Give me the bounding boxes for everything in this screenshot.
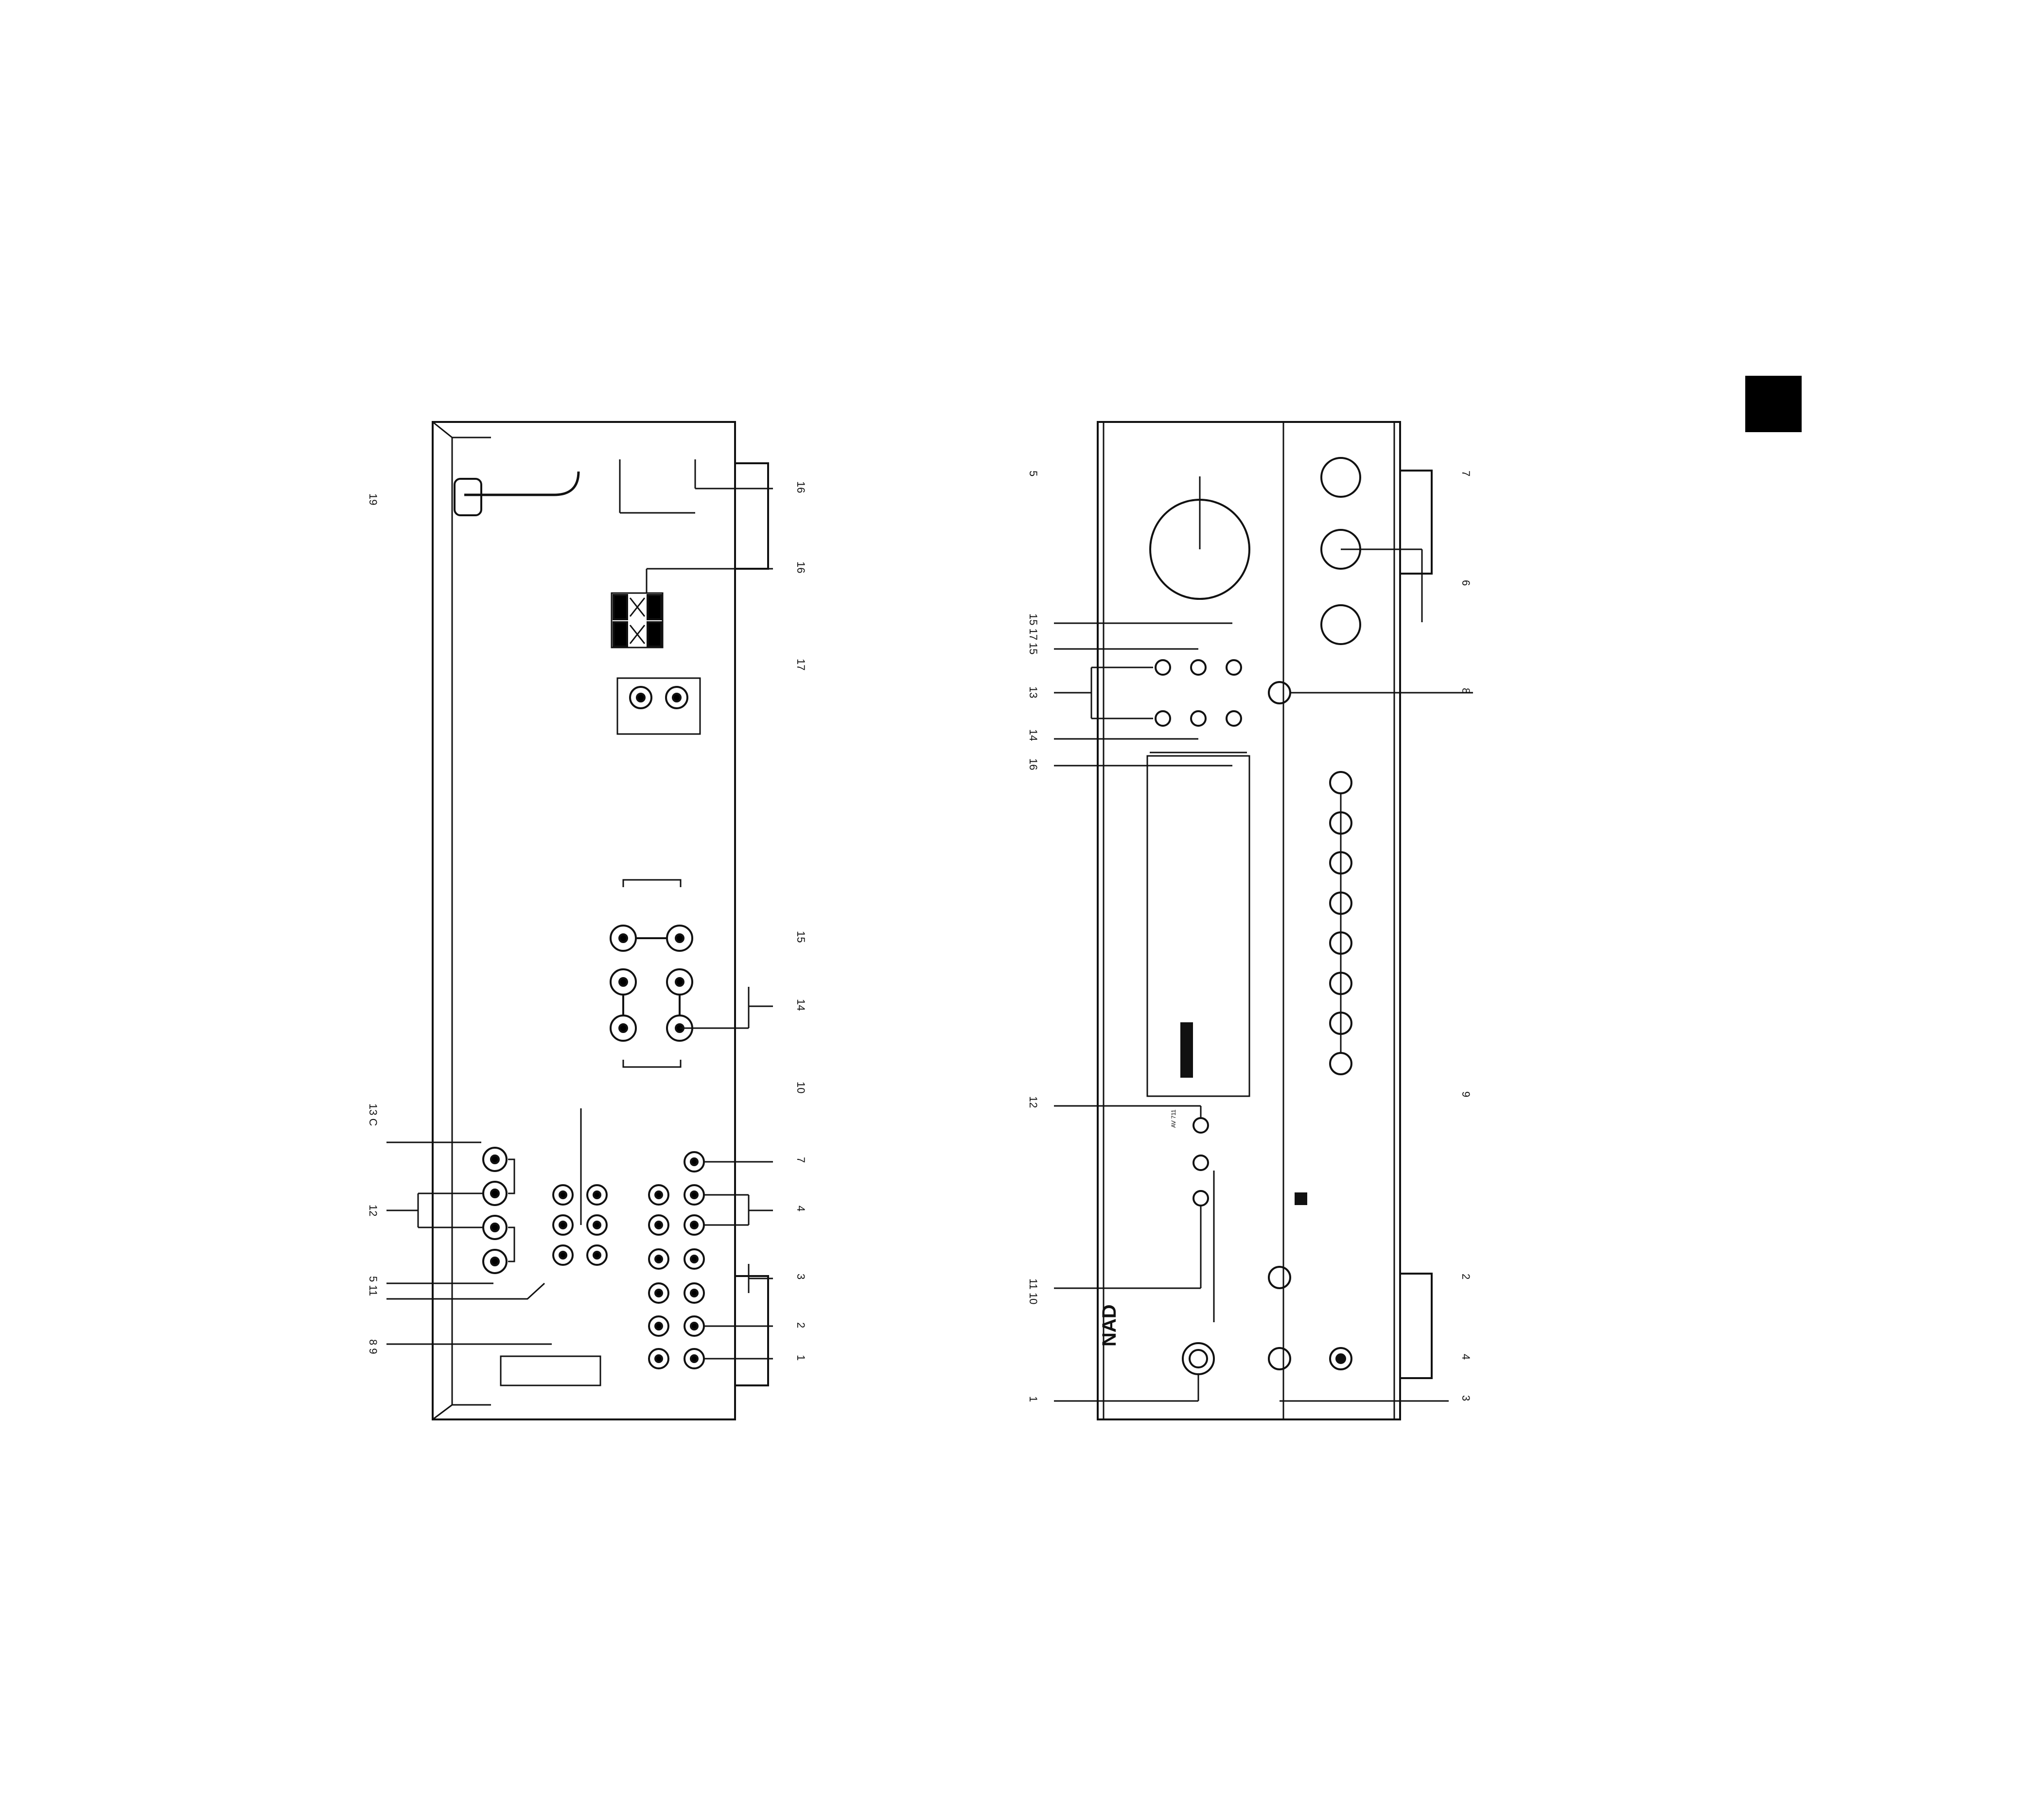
power-cord-clamp [454, 478, 482, 516]
rear-audio-jacks [482, 1147, 705, 1369]
bass-knob[interactable] [1320, 457, 1361, 498]
front-callout-16: 16 [1027, 758, 1039, 770]
display-segment-bar [1180, 1022, 1193, 1078]
power-button[interactable] [1268, 1347, 1291, 1370]
front-button[interactable] [1190, 659, 1207, 676]
corner-tab-marker [1745, 376, 1802, 432]
rear-callout-7: 7 [795, 1157, 807, 1163]
brand-logo: NAD [1099, 1304, 1120, 1347]
preamp-jack-box [616, 677, 701, 735]
rear-callout-14: 14 [795, 999, 807, 1011]
rear-callout-15: 15 [795, 931, 807, 943]
front-callout-14: 14 [1027, 729, 1039, 741]
rear-callout-16b: 16 [795, 561, 807, 573]
front-panel-outline [1097, 421, 1401, 1420]
rear-panel [386, 421, 773, 1420]
front-callout-11-10: 11 10 [1027, 1278, 1039, 1304]
rear-callout-16a: 16 [795, 481, 807, 493]
speaker-select-button[interactable] [1268, 681, 1291, 704]
rear-panel-outline [432, 421, 736, 1420]
front-button[interactable] [1155, 710, 1171, 727]
input-button[interactable] [1329, 771, 1352, 794]
front-callout-4: 4 [1460, 1354, 1472, 1360]
front-button[interactable] [1226, 710, 1242, 727]
headphone-jack[interactable] [1329, 1347, 1352, 1370]
speaker-terminals [611, 592, 664, 648]
front-jack[interactable] [1193, 1190, 1209, 1207]
rear-callout-1: 1 [795, 1355, 807, 1361]
input-button[interactable] [1329, 1052, 1352, 1075]
rear-callout-17: 17 [795, 659, 807, 670]
tone-defeat-button[interactable] [1268, 1266, 1291, 1289]
rear-label-plate [500, 1355, 601, 1386]
rear-callouts: 19 16 16 17 15 14 10 7 4 3 2 1 13 C 12 5… [367, 481, 807, 1361]
front-button[interactable] [1155, 659, 1171, 676]
front-callout-5: 5 [1027, 471, 1039, 476]
front-panel [1054, 421, 1473, 1420]
front-callout-15: 15 [1027, 643, 1039, 654]
rear-callout-2: 2 [795, 1322, 807, 1328]
rear-callout-13: 13 C [367, 1103, 379, 1126]
rear-callout-19: 19 [367, 493, 379, 505]
front-callout-6: 6 [1460, 580, 1472, 586]
front-callout-9: 9 [1460, 1091, 1472, 1097]
power-cord [464, 471, 580, 496]
front-callouts: 5 7 6 15 17 15 13 8 14 16 9 12 11 10 2 4… [1027, 471, 1472, 1402]
balance-knob[interactable] [1320, 604, 1361, 645]
display-window [1146, 755, 1250, 1097]
front-callout-8: 8 [1460, 688, 1472, 694]
front-button[interactable] [1226, 659, 1242, 676]
rear-callout-4: 4 [795, 1206, 807, 1211]
front-callout-2: 2 [1460, 1274, 1472, 1279]
front-callout-7: 7 [1460, 471, 1472, 476]
front-callout-3: 3 [1460, 1395, 1472, 1401]
main-power-switch[interactable] [1182, 1342, 1215, 1375]
rear-callout-8-9: 8 9 [367, 1339, 379, 1354]
front-callout-12: 12 [1027, 1096, 1039, 1108]
rear-callout-10: 10 [795, 1082, 807, 1093]
model-label: AV 711 [1170, 1109, 1177, 1128]
rear-callout-12: 12 [367, 1205, 379, 1216]
front-callout-15-17: 15 17 [1027, 613, 1039, 640]
dolby-logo [1295, 1192, 1307, 1205]
front-callout-1: 1 [1027, 1396, 1039, 1402]
rear-callout-11: 5 11 [367, 1276, 379, 1296]
front-button[interactable] [1190, 710, 1207, 727]
front-jack[interactable] [1193, 1117, 1209, 1134]
rear-callout-3: 3 [795, 1274, 807, 1279]
front-jack[interactable] [1193, 1155, 1209, 1171]
front-callout-13: 13 [1027, 686, 1039, 698]
input-selector-buttons [1329, 771, 1352, 1075]
